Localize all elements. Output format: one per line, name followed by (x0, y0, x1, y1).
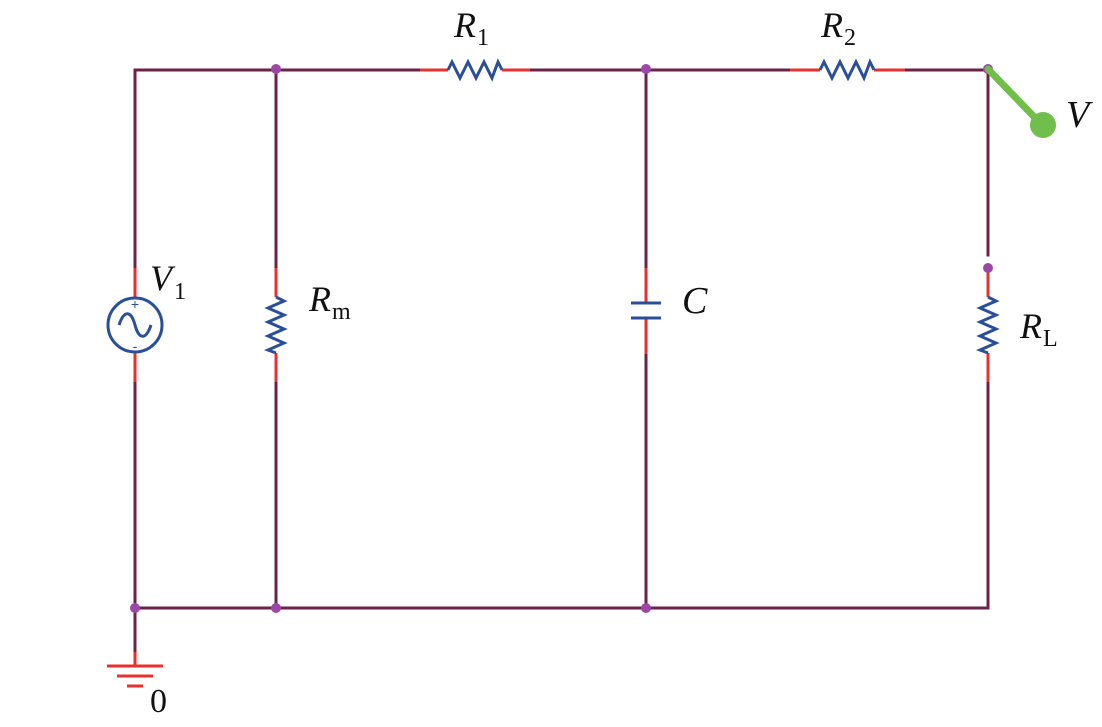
node-top-rm (271, 64, 281, 74)
node-bottom-rm (271, 603, 281, 613)
node-bottom-c (641, 603, 651, 613)
wires (133, 68, 990, 654)
sine-icon (117, 312, 153, 338)
v1-plus-sign: + (131, 296, 139, 312)
node-top-c (641, 64, 651, 74)
node-rl-top (983, 263, 993, 273)
node-bottom-left (130, 603, 140, 613)
v1-circle (106, 296, 164, 354)
voltage-source-v1: + - (106, 268, 164, 382)
probe-tip-icon (1030, 112, 1056, 138)
voltage-probe (984, 65, 1056, 138)
r1-zigzag (446, 58, 504, 82)
label-ground-0: 0 (150, 683, 167, 720)
probe-stem-icon (984, 65, 1046, 129)
resistor-rm (264, 268, 288, 382)
r2-zigzag (818, 58, 876, 82)
capacitor-c (631, 268, 661, 354)
ground-symbol-icon (107, 652, 163, 688)
label-rm: Rm (308, 279, 351, 325)
junction-nodes (130, 64, 993, 613)
resistor-r2 (790, 58, 905, 82)
label-v1: V1 (150, 258, 186, 305)
label-c: C (682, 280, 708, 322)
rl-zigzag (976, 295, 1000, 355)
label-probe-v: V (1066, 94, 1093, 136)
label-r2: R2 (820, 5, 856, 51)
resistor-rl (976, 268, 1000, 382)
resistor-r1 (420, 58, 530, 82)
label-rl: RL (1019, 306, 1058, 352)
v1-minus-sign: - (133, 338, 138, 354)
label-r1: R1 (453, 5, 489, 51)
rm-zigzag (264, 295, 288, 355)
